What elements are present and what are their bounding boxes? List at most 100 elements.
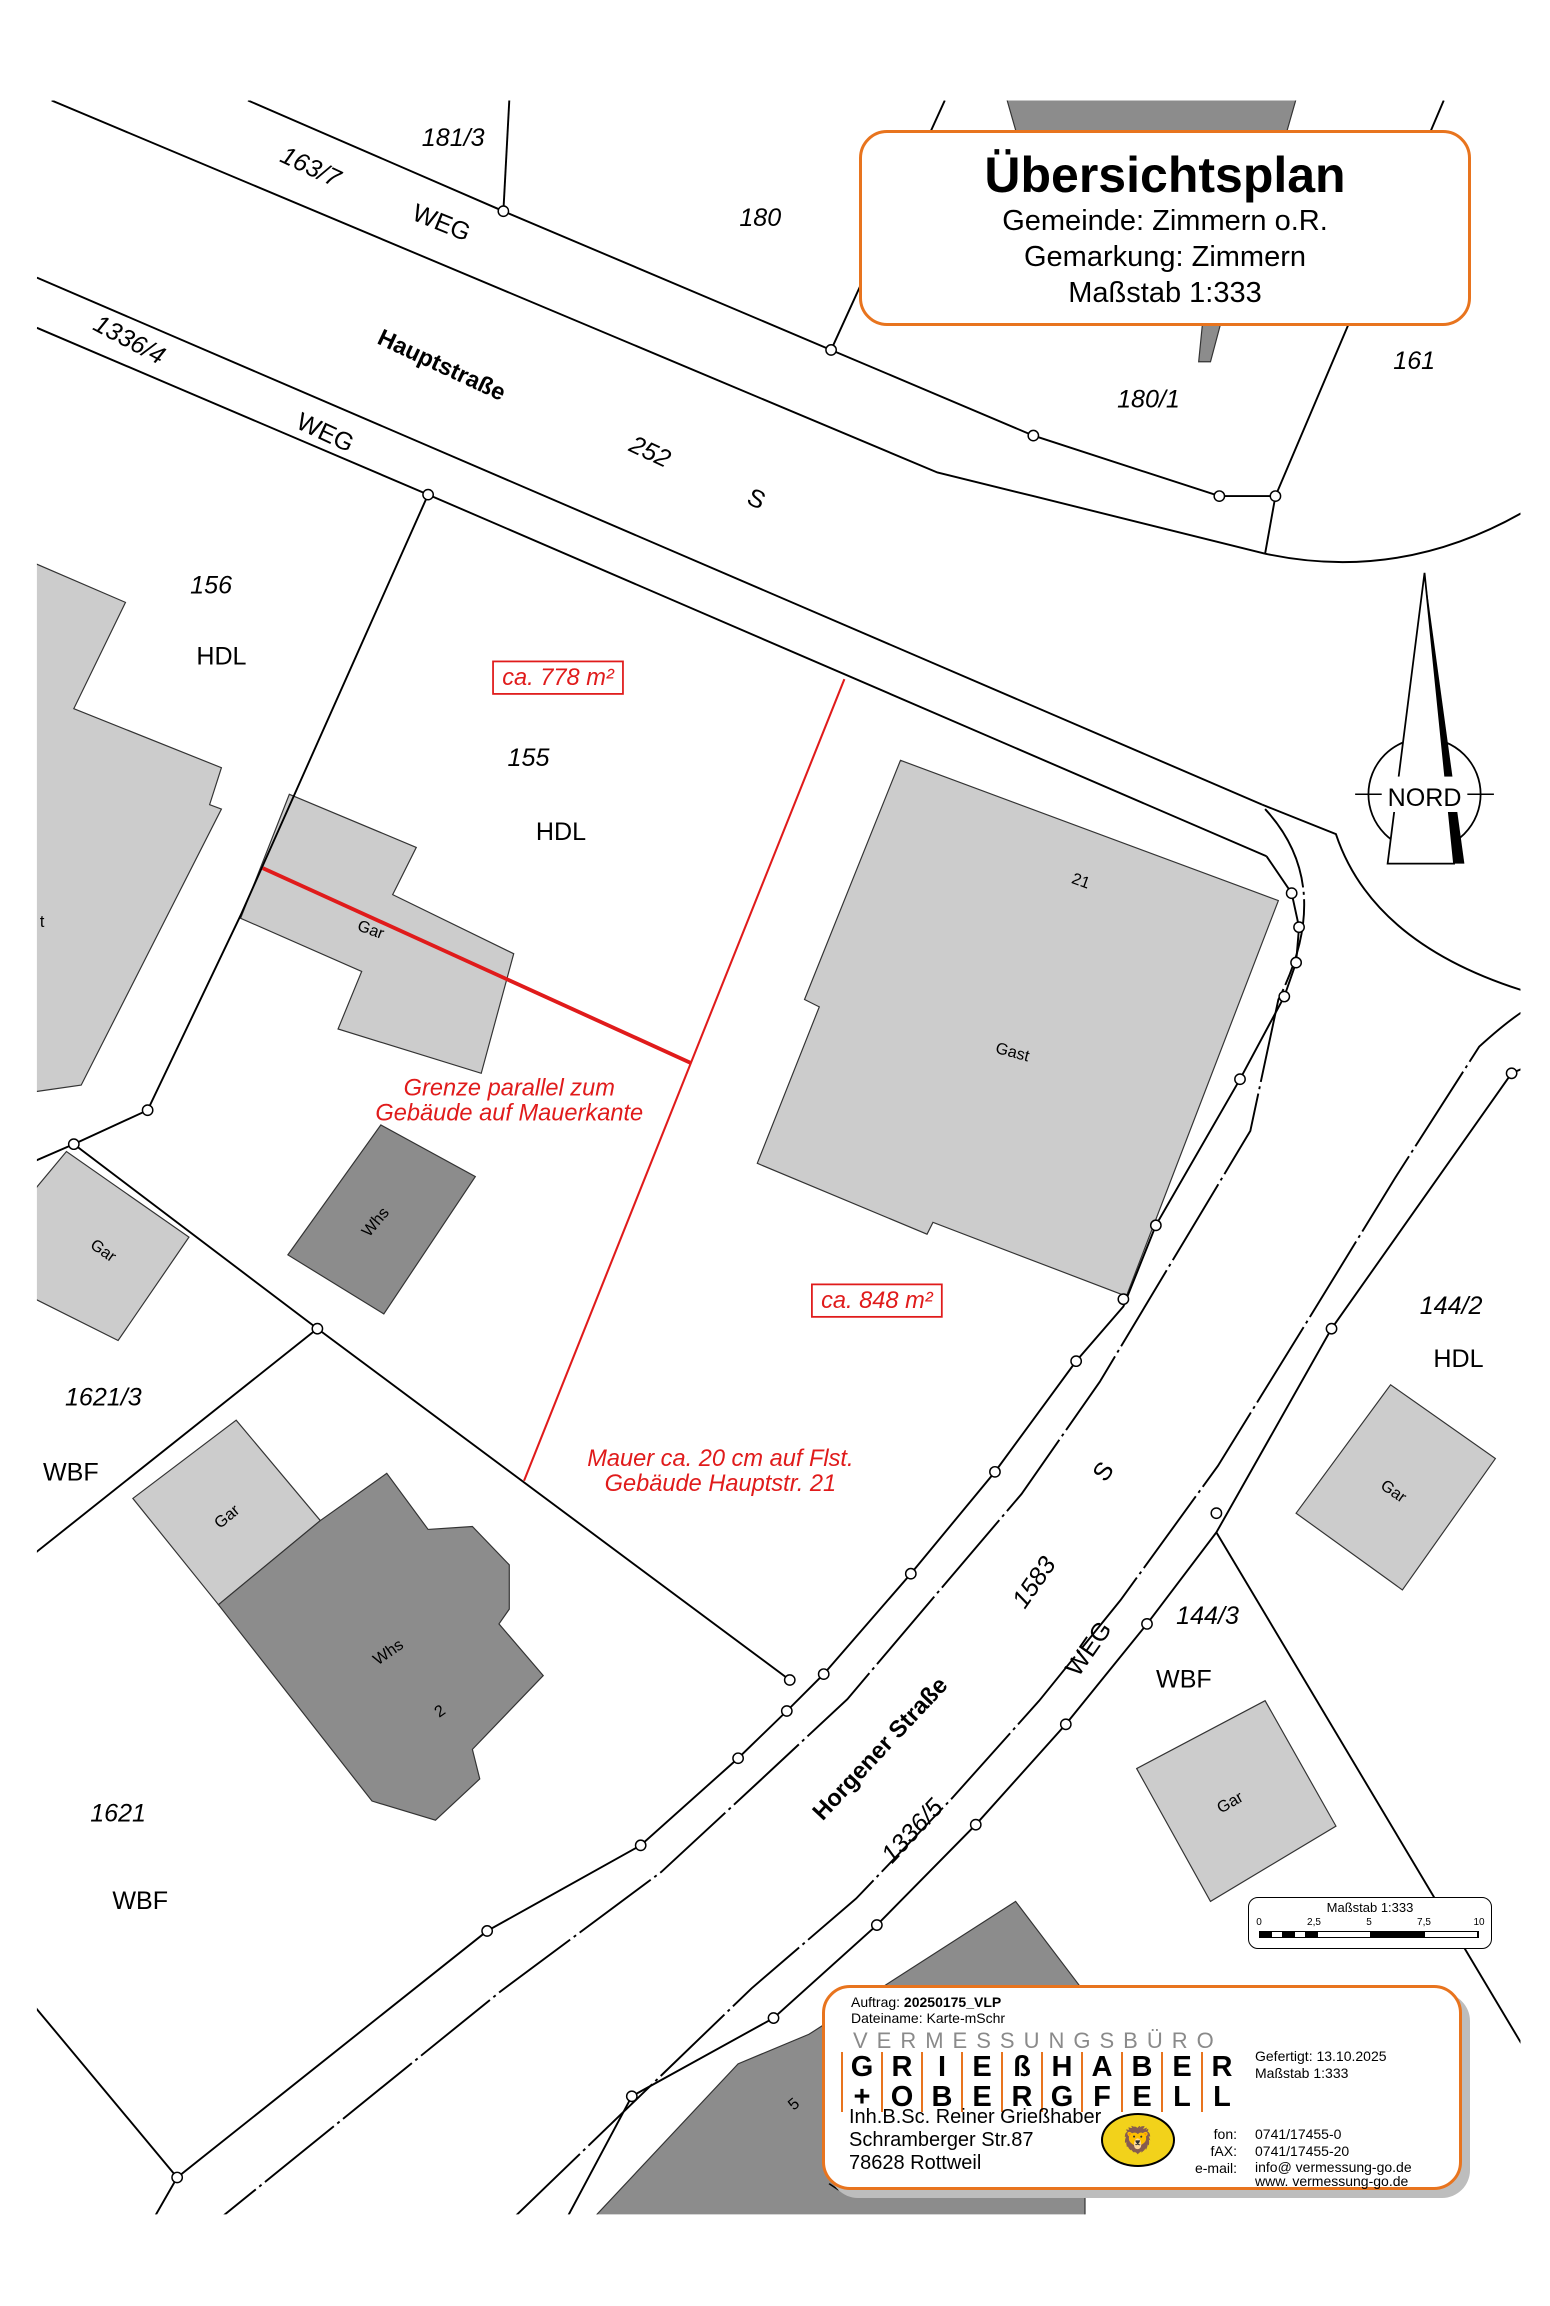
usage-wbf-1621-3: WBF <box>43 1459 99 1487</box>
building-garage-144-3 <box>1135 1699 1337 1903</box>
city: 78628 Rottweil <box>849 2152 982 2174</box>
logo-letter: B <box>1121 2052 1161 2082</box>
logo-letter: ß <box>1001 2052 1041 2082</box>
building-garage-144-2 <box>1295 1383 1497 1591</box>
hauptstrasse-south-edge <box>36 276 1263 806</box>
street-hauptstrasse: Hauptstraße <box>373 325 509 407</box>
scale-tick: 2,5 <box>1307 1917 1321 1928</box>
usage-hdl-156: HDL <box>196 642 246 670</box>
new-boundary-line <box>523 678 846 1482</box>
logo-top: VERMESSUNGSBÜRO <box>853 2028 1223 2053</box>
created-date: Gefertigt: 13.10.2025 <box>1255 2048 1387 2064</box>
parcel-1336-4: 1336/4 <box>89 310 170 371</box>
area-north: ca. 778 m² <box>502 665 615 691</box>
parcel-163-7: 163/7 <box>276 141 346 193</box>
logo-letter: A <box>1081 2052 1121 2082</box>
building-whs-small <box>287 1124 477 1315</box>
scale-tick: 7,5 <box>1417 1917 1431 1928</box>
scale-info: Maßstab 1:333 <box>1255 2065 1349 2081</box>
title-box: Übersichtsplan Gemeinde: Zimmern o.R. Ge… <box>859 130 1471 326</box>
contact-labels: fon:fAX:e-mail: <box>1194 2126 1237 2176</box>
phone: 0741/17455-0 <box>1255 2126 1342 2142</box>
plan-title: Übersichtsplan <box>984 147 1346 203</box>
order-line: Auftrag: 20250175_VLP <box>851 1994 1002 2010</box>
logo-letter: H <box>1041 2052 1081 2082</box>
order-number: 20250175_VLP <box>903 1994 1002 2010</box>
parcel-252: 252 <box>624 430 675 474</box>
area-south: ca. 848 m² <box>821 1288 934 1314</box>
note-boundary-1: Grenze parallel zum <box>404 1075 615 1101</box>
parcel-155: 155 <box>508 744 551 772</box>
horgener-east-edge <box>515 1011 1521 2215</box>
parcel-1336-5: 1336/5 <box>876 1793 950 1869</box>
logo-letter: B <box>921 2082 961 2112</box>
north-arrow: NORD <box>1355 572 1494 865</box>
curve-north <box>1264 512 1521 564</box>
scale-bar-graphic <box>1259 1931 1479 1938</box>
parcel-180-1: 180/1 <box>1117 386 1180 414</box>
usage-hdl-144-2: HDL <box>1433 1345 1483 1373</box>
building-gasthaus-21 <box>756 759 1280 1297</box>
new-boundary-parallel <box>261 866 692 1065</box>
logo-letter: L <box>1201 2082 1241 2112</box>
building-garage-1621-3 <box>36 1150 190 1342</box>
web[interactable]: www. vermessung-go.de <box>1255 2173 1409 2189</box>
street: Schramberger Str.87 <box>849 2129 1034 2151</box>
area-south-frame <box>811 1283 943 1318</box>
gemarkung: Gemarkung: Zimmern <box>1023 241 1306 273</box>
curve-east <box>1261 803 1521 991</box>
parcel-161: 161 <box>1393 347 1435 375</box>
logo-letter: F <box>1081 2082 1121 2112</box>
scale-bar-title: Maßstab 1:333 <box>1326 1900 1414 1915</box>
logo-letter: R <box>1001 2082 1041 2112</box>
boundary-144-3 <box>1215 1531 1521 2044</box>
weg-163-7-edge <box>247 100 1276 498</box>
usage-hdl-155: HDL <box>536 818 586 846</box>
usage-wbf-144-3: WBF <box>1156 1665 1212 1693</box>
house-number-21: 21 <box>1069 870 1092 893</box>
scale-tick: 0 <box>1256 1917 1262 1928</box>
logo-letter: R <box>1201 2052 1241 2082</box>
logo-letter: L <box>1161 2082 1201 2112</box>
email-link[interactable]: info@ vermessung-go.de <box>1255 2159 1412 2175</box>
parcel-180: 180 <box>739 204 781 232</box>
usage-weg-1: WEG <box>408 199 474 247</box>
boundary-1621-south <box>36 2007 178 2179</box>
parcel-144-3: 144/3 <box>1176 1602 1239 1630</box>
logo-letter: R <box>881 2052 921 2082</box>
file-name: Dateiname: Karte-mSchr <box>851 2010 1006 2026</box>
usage-s-1: S <box>743 483 770 515</box>
logo-letter: + <box>841 2082 881 2112</box>
logo-letter: E <box>961 2082 1001 2112</box>
boundary-181-3 <box>502 100 511 212</box>
logo-letter: I <box>921 2052 961 2082</box>
logo-letter: O <box>881 2082 921 2112</box>
note-boundary-2: Gebäude auf Mauerkante <box>375 1101 643 1127</box>
building-whs-2 <box>217 1472 545 1821</box>
scale-tick: 5 <box>1366 1917 1372 1928</box>
building-label-t: t <box>40 913 45 931</box>
address: Inh.B.Sc. Reiner Grießhaber Schramberger… <box>849 2106 1101 2175</box>
logo-letter: E <box>1121 2082 1161 2112</box>
logo-letter: E <box>1161 2052 1201 2082</box>
scale-bar: Maßstab 1:333 0 2,5 5 7,5 10 <box>1248 1897 1492 1949</box>
boundary-1621 <box>36 1327 318 1553</box>
building-left-large <box>36 563 223 1093</box>
logo-letter: G <box>1041 2082 1081 2112</box>
survey-points <box>67 205 1518 2184</box>
parcel-156: 156 <box>190 572 232 600</box>
scale-text: Maßstab 1:333 <box>1068 277 1262 309</box>
logo-letter: G <box>841 2052 881 2082</box>
scale-tick: 10 <box>1473 1917 1485 1928</box>
fax: 0741/17455-20 <box>1255 2143 1350 2159</box>
usage-s-2: S <box>1087 1457 1120 1487</box>
hauptstrasse-north-edge <box>51 100 1266 555</box>
parcel-1621: 1621 <box>90 1800 146 1828</box>
note-wall-1: Mauer ca. 20 cm auf Flst. <box>587 1446 853 1472</box>
usage-wbf-1621: WBF <box>112 1887 168 1915</box>
logo-letter: E <box>961 2052 1001 2082</box>
